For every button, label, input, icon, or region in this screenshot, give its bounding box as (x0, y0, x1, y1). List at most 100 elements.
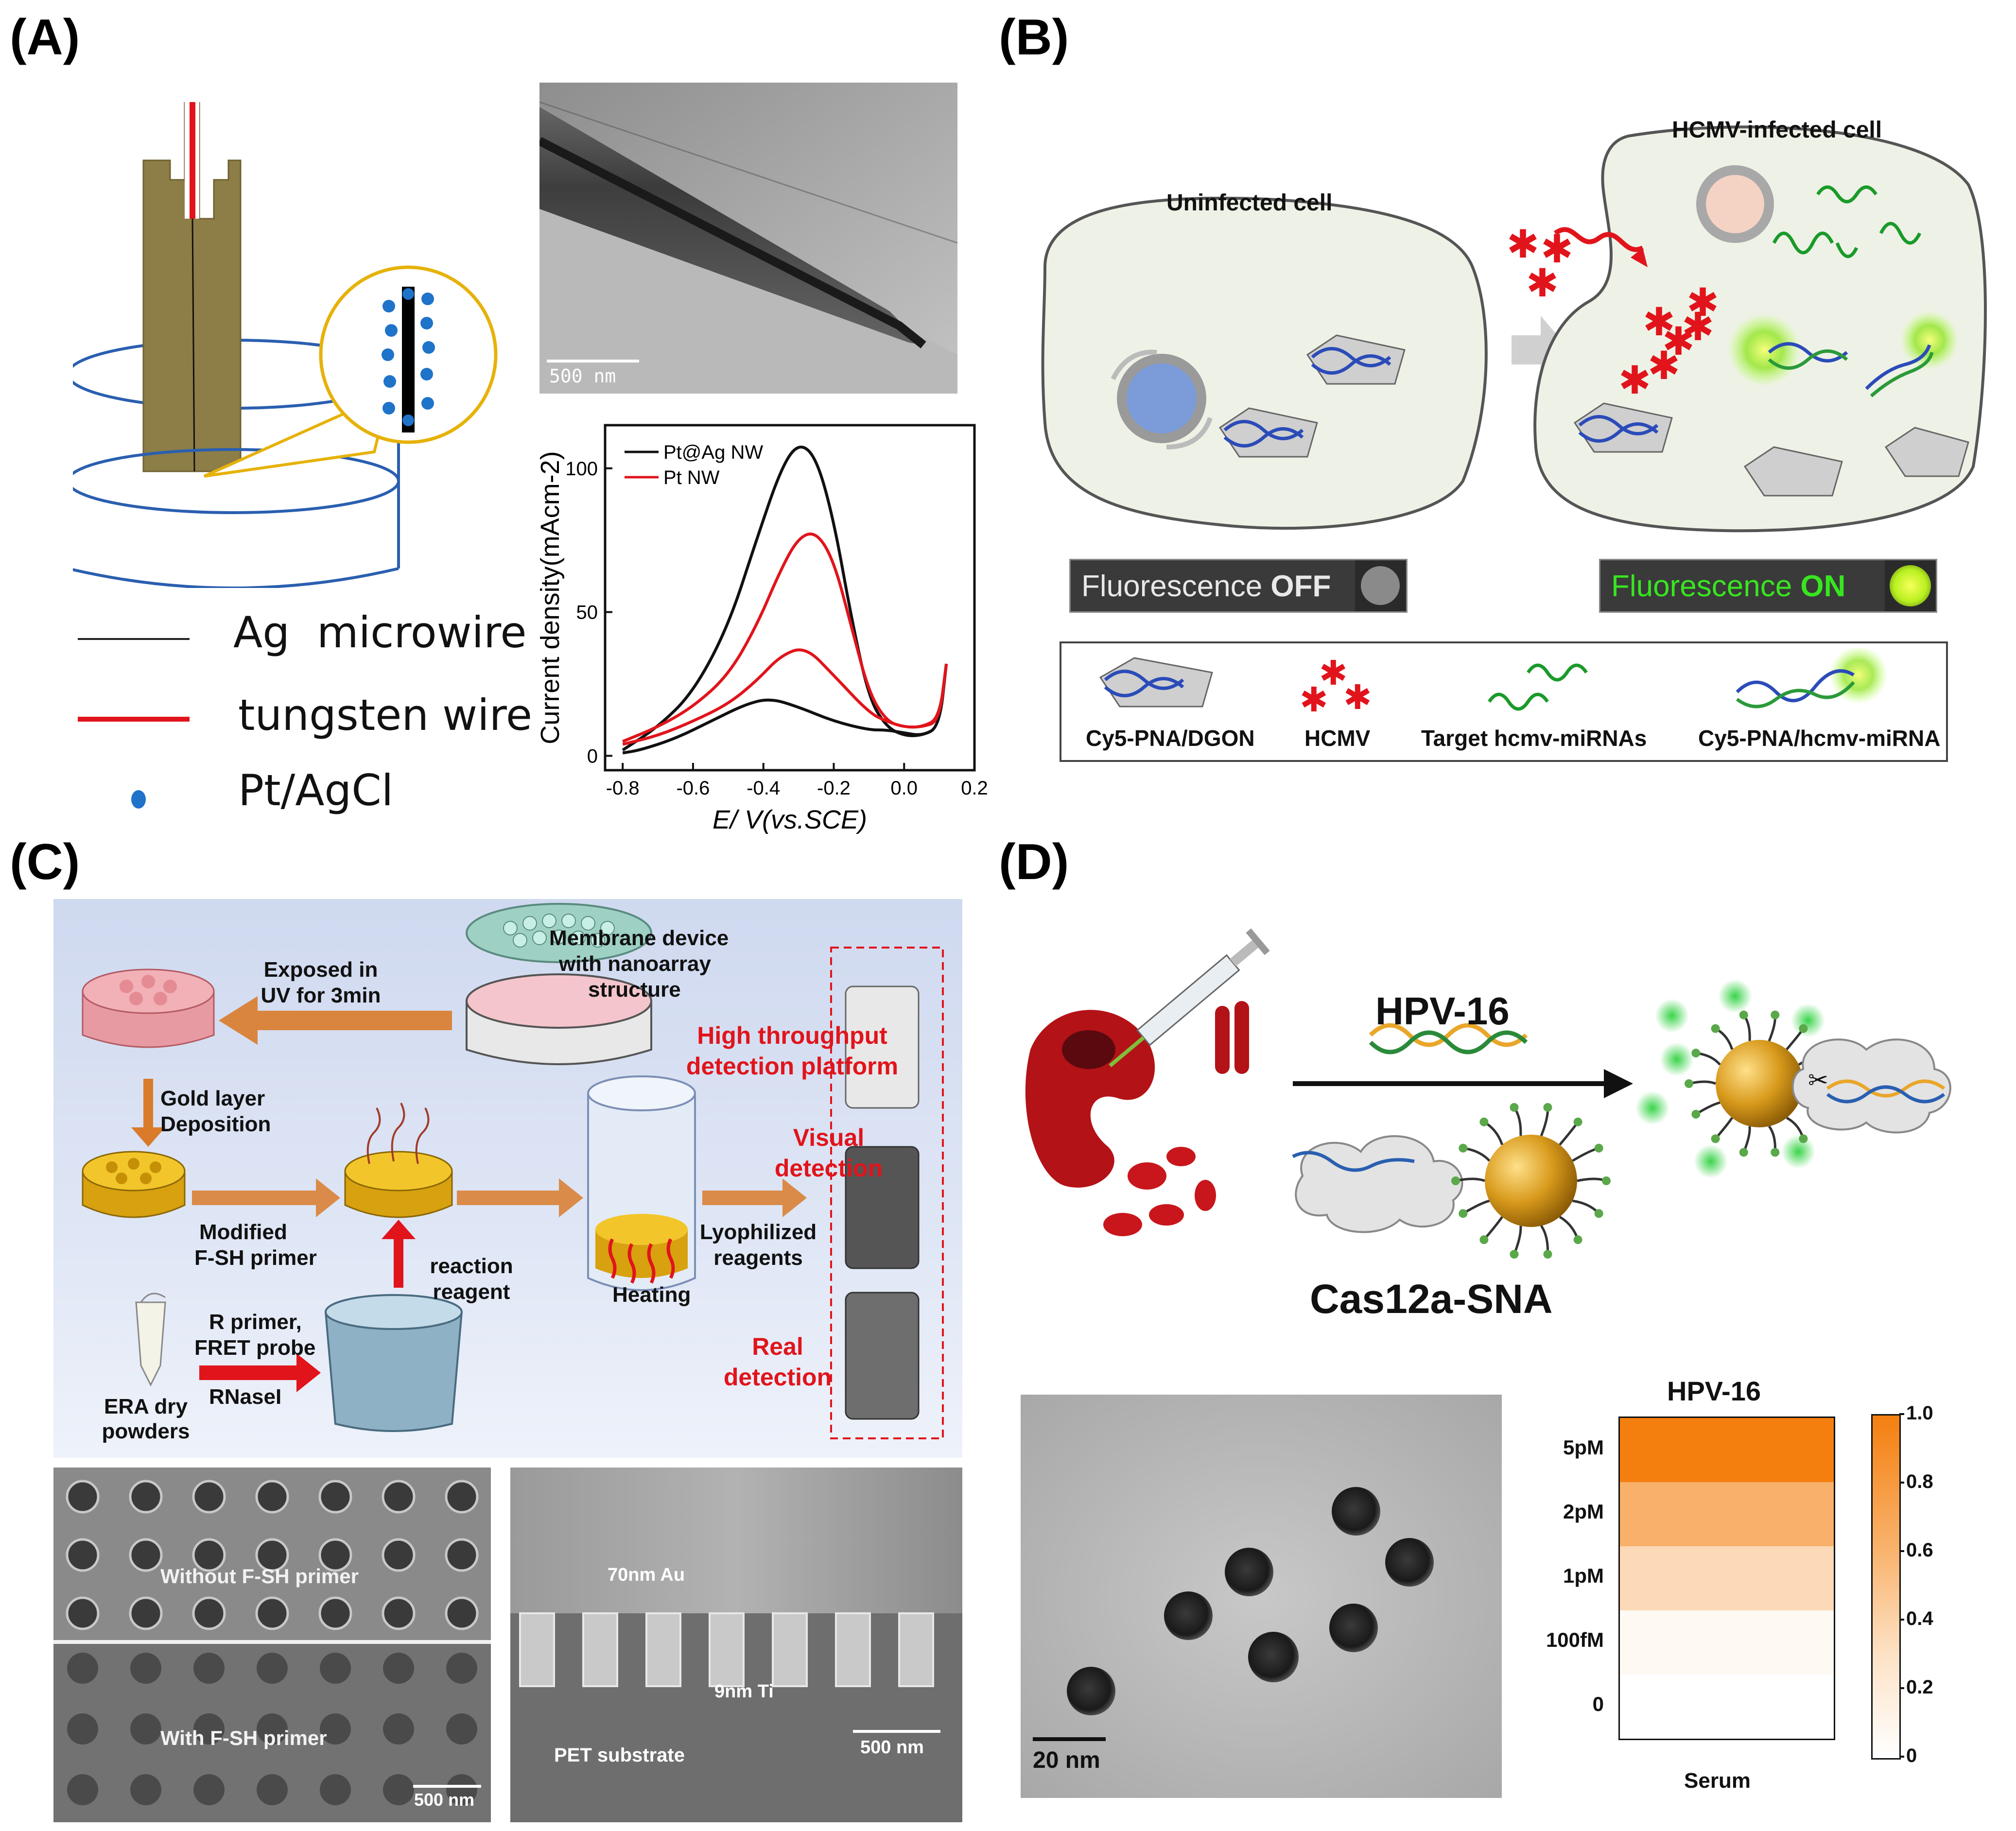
sna-ligand-end (1711, 1134, 1720, 1143)
fluor-burst (1635, 1091, 1669, 1125)
sem-cross-section: 70nm Au 9nm Ti PET substrate 500 nm (510, 1468, 962, 1822)
sem-pore (193, 1774, 225, 1805)
colorbar-tick (1899, 1482, 1904, 1484)
sem2-scale-bar (853, 1730, 940, 1733)
sem-with-label: With F-SH primer (160, 1727, 327, 1749)
sna-ligand-end (1573, 1235, 1582, 1244)
sna-ligand-end (1799, 1024, 1808, 1033)
sna-ligand-end (1459, 1143, 1468, 1153)
cv-xtick-label: 0.2 (961, 777, 988, 799)
heatmap-cell (1620, 1546, 1834, 1610)
text-r-primer: R primer,FRET probe (194, 1310, 316, 1360)
legend-pt-agcl: Pt/AgCl (238, 765, 394, 815)
svg-text:✱: ✱ (1662, 320, 1695, 363)
legend-cy5-pna-hcmv-mirna: Cy5-PNA/hcmv-miRNA (1698, 725, 1941, 751)
sna-ligand-end (1771, 1148, 1780, 1157)
svg-text:✱: ✱ (1507, 223, 1539, 266)
panel-b-label: (B) (999, 9, 1069, 66)
sna-ligand (1577, 1177, 1607, 1182)
colorbar-tick (1899, 1687, 1904, 1689)
heatmap-cell (1620, 1482, 1834, 1546)
fluorescence-on-indicator: Fluorescence ON (1599, 559, 1937, 613)
colorbar-tick (1899, 1550, 1904, 1552)
sem-pore (130, 1774, 161, 1805)
tem-nanoparticles: 20 nm (1021, 1395, 1502, 1798)
tem-scale-bar (547, 360, 639, 363)
sem-pore (129, 1538, 163, 1572)
sem1-scale-bar (413, 1785, 481, 1788)
sem-top-view: Without F-SH primer With F-SH primer 500… (53, 1468, 491, 1822)
colorbar-tick-label: 1.0 (1906, 1402, 1933, 1424)
heatmap-column-label: Serum (1684, 1769, 1751, 1793)
sem-pillar (709, 1612, 745, 1687)
legend-ag-microwire: Ag microwire (233, 607, 527, 657)
sem-pore (66, 1480, 100, 1514)
on-indicator-dot (1885, 560, 1936, 611)
cv-ytick-label: 50 (576, 602, 598, 623)
sem-pore (67, 1774, 98, 1805)
colorbar (1871, 1414, 1901, 1760)
cas12a-sna-label: Cas12a-SNA (1310, 1276, 1553, 1322)
sna-ligand (1513, 1106, 1522, 1136)
cv-xtick-label: 0.0 (890, 777, 918, 799)
tem-d-scale-bar (1033, 1737, 1106, 1741)
cv-series-ptag-nw-reverse (622, 663, 948, 755)
sem-pore (192, 1596, 226, 1630)
fluor-burst (1655, 999, 1689, 1033)
sem-pore (383, 1713, 414, 1745)
colorbar-tick (1899, 1756, 1904, 1758)
dgon-sheet-2 (1218, 407, 1318, 458)
fluorescence-off-text: Fluorescence OFF (1081, 570, 1331, 603)
sem-pore (67, 1713, 98, 1745)
sna-ligand-end (1479, 1117, 1489, 1126)
heatmap-row-label: 0 (1592, 1693, 1604, 1715)
sem-with-primer: With F-SH primer 500 nm (53, 1644, 491, 1822)
sem-pore (192, 1480, 226, 1514)
colorbar-tick-label: 0.4 (1906, 1608, 1933, 1629)
sem-pore (382, 1538, 416, 1572)
cv-ylabel: Current density(mAcm-2) (536, 451, 565, 744)
sem-pore (446, 1713, 477, 1745)
electrode-schematic (73, 102, 498, 588)
on-state: ON (1800, 570, 1846, 603)
svg-text:✱: ✱ (1343, 678, 1372, 714)
panel-a-label: (A) (10, 9, 80, 66)
sna-ligand-end (1691, 1049, 1701, 1058)
sem-pore (318, 1596, 352, 1630)
colorbar-tick-label: 0.8 (1906, 1471, 1933, 1492)
sna-ligand-end (1510, 1103, 1519, 1112)
cv-series-pt-nw-reverse (622, 648, 948, 746)
legend-red-line (78, 717, 190, 722)
sem-pore (446, 1653, 477, 1684)
fluor-burst (1694, 1144, 1728, 1178)
sem-pore (383, 1774, 414, 1805)
heatmap (1618, 1416, 1835, 1740)
sem-pore (255, 1538, 289, 1572)
sem-pore (382, 1480, 416, 1514)
sem-without-label: Without F-SH primer (160, 1565, 359, 1588)
sna-ligand-end (1510, 1250, 1519, 1259)
svg-text:✱: ✱ (1618, 359, 1651, 402)
sem-pore (193, 1713, 225, 1745)
sem-pore (320, 1653, 351, 1684)
cv-ytick-label: 100 (565, 458, 598, 480)
svg-text:✱: ✱ (1319, 656, 1348, 692)
colorbar-tick-label: 0 (1906, 1745, 1917, 1766)
sem-pore (318, 1538, 352, 1572)
sna-ligand-end (1573, 1117, 1582, 1126)
sem2-scale-label: 500 nm (860, 1737, 924, 1758)
gold-disk-2 (344, 1103, 453, 1218)
svg-text:✱: ✱ (1526, 261, 1559, 305)
cv-xtick-label: -0.4 (747, 777, 780, 799)
sna-ligand-end (1691, 1109, 1701, 1119)
sem-pillar (898, 1612, 934, 1687)
sna-ligand-end (1594, 1209, 1603, 1218)
panel-d-schematic: ✂ (1025, 928, 1951, 1259)
sna-ligand-end (1739, 1010, 1748, 1019)
